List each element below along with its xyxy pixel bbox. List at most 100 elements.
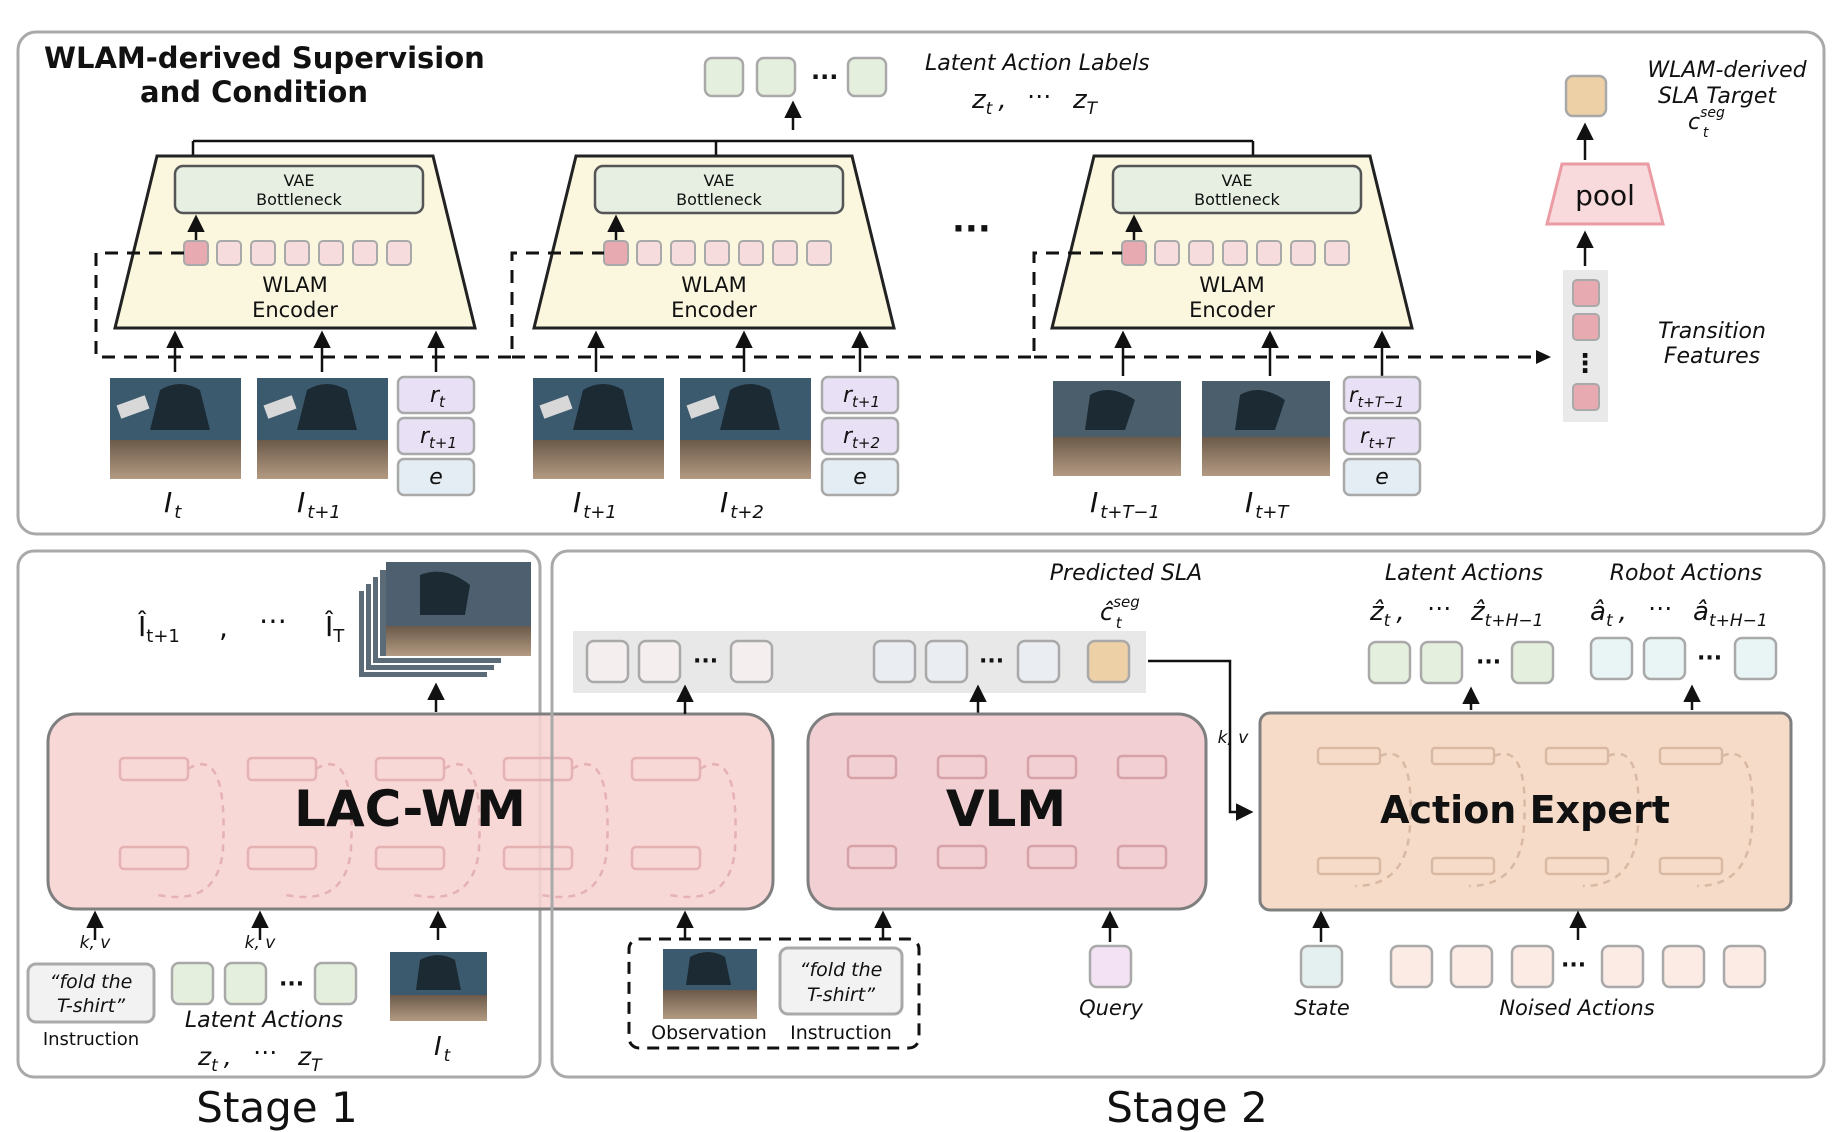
embodiment-token-label: e — [429, 465, 443, 490]
encoder-label: Encoder — [671, 298, 757, 322]
embodiment-token-label: e — [853, 465, 867, 490]
latent-labels-ellipsis: ⋯ — [1027, 82, 1051, 110]
latent-label-dots: ··· — [811, 63, 838, 91]
latent-actions-title: Latent Actions — [1385, 561, 1543, 586]
frame-image-I_t1 — [257, 378, 388, 479]
transition-features: ⋮ Transition Features — [1563, 270, 1766, 422]
reward-token-label: rt+2 — [843, 424, 880, 452]
query-label: Query — [1079, 996, 1143, 1020]
latent-labels-zt: zt, — [971, 85, 1007, 119]
frame-image-I_tT — [1202, 381, 1330, 476]
instruction-box-stage1: “fold the T-shirt” Instruction — [26, 962, 156, 1050]
predicted-frames-stack — [357, 562, 531, 679]
latent-label-token — [755, 56, 797, 98]
token-dots: ··· — [979, 649, 1004, 674]
noised-actions: ··· — [1389, 944, 1767, 989]
wlam-encoder-2: VAE Bottleneck WLAM Encoder — [532, 154, 896, 330]
instruction-label: Instruction — [790, 1022, 892, 1044]
pred-frame-sep: , — [219, 611, 228, 644]
pred-frame-first: Ît+1 — [137, 609, 180, 647]
vlm-block: VLM — [806, 712, 1208, 911]
sla-target-label: WLAM-derived — [1647, 58, 1807, 83]
bottleneck-label: Bottleneck — [676, 190, 762, 209]
transition-dashed-path — [94, 251, 1538, 359]
latent-labels-title: Latent Action Labels — [925, 51, 1150, 76]
pred-frame-last: ÎT — [324, 609, 345, 647]
stage2-caption: Stage 2 — [1106, 1083, 1267, 1132]
transition-arrow-head — [1536, 350, 1551, 364]
vae-bottleneck-1 — [173, 164, 425, 215]
encoder-label: WLAM — [1199, 273, 1264, 297]
action-expert-block: Action Expert — [1258, 711, 1793, 912]
sla-target-label: SLA Target — [1658, 84, 1777, 109]
lac-wm-label: LAC-WM — [294, 780, 526, 838]
robot-actions-last: ât+H−1 — [1693, 597, 1768, 631]
predicted-sla-token — [1086, 639, 1131, 684]
latent-zt: zt, — [197, 1042, 232, 1076]
sla-target-token — [1564, 74, 1608, 118]
robot-actions-title: Robot Actions — [1610, 561, 1763, 586]
instruction-text: T-shirt” — [57, 995, 125, 1017]
stage1-panel: Ît+1 , ⋯ ÎT LAC-WM — [16, 549, 775, 1132]
pred-frame-dots: ⋯ — [259, 604, 287, 637]
latent-actions-label: Latent Actions — [185, 1008, 343, 1033]
bottleneck-label: VAE — [704, 171, 735, 190]
latent-token-dots: ··· — [1476, 650, 1501, 675]
latent-label-token — [703, 56, 745, 98]
noised-dots: ··· — [1561, 953, 1586, 978]
robot-token-dots: ··· — [1697, 646, 1722, 671]
latent-action-labels: ··· Latent Action Labels zt, ⋯ zT — [191, 51, 1255, 156]
bottleneck-label: VAE — [1222, 171, 1253, 190]
stage1-caption: Stage 1 — [196, 1083, 357, 1132]
bottleneck-label: Bottleneck — [1194, 190, 1280, 209]
encoder-label: WLAM — [681, 273, 746, 297]
frame-image-I_t — [110, 378, 241, 479]
observation-instruction-box: Observation “fold the T-shirt” Instructi… — [627, 937, 921, 1050]
latent-actions-symbols: ẑt, — [1369, 597, 1405, 631]
state-token — [1299, 944, 1344, 989]
vlm-output-tokens: ··· ··· — [573, 631, 1146, 693]
reward-token-label: rt+1 — [420, 424, 457, 452]
kv-label: k, v — [245, 933, 277, 953]
reward-token-label: rt+T — [1360, 424, 1396, 452]
latent-label-token — [846, 56, 888, 98]
bottleneck-label: VAE — [284, 171, 315, 190]
action-expert-label: Action Expert — [1380, 788, 1670, 832]
reward-token-column-1: rt rt+1 e — [396, 375, 476, 497]
kv-label: k, v — [80, 933, 112, 953]
latent-actions-stage1: ··· Latent Actions zt, ⋯ zT — [170, 961, 358, 1076]
transition-label: Features — [1664, 344, 1760, 369]
instruction-text: T-shirt” — [807, 984, 875, 1006]
reward-token-column-3: rt+T−1 rt+T e — [1342, 375, 1422, 497]
robot-actions-symbols: ât, — [1590, 597, 1627, 631]
latent-zT: zT — [297, 1042, 323, 1076]
instruction-label: Instruction — [43, 1029, 139, 1050]
latent-labels-zT: zT — [1072, 85, 1099, 119]
latent-dots-text: ⋯ — [253, 1038, 277, 1066]
encoder-label: WLAM — [262, 273, 327, 297]
encoder-label: Encoder — [252, 298, 338, 322]
bottleneck-label: Bottleneck — [256, 190, 342, 209]
transition-label: Transition — [1658, 319, 1766, 344]
reward-token-label: rt — [430, 383, 446, 411]
frame-image-I_tT1 — [1053, 381, 1181, 476]
vae-bottleneck-2 — [593, 164, 845, 215]
instruction-text: “fold the — [800, 959, 883, 981]
frame-image-I_t2 — [680, 378, 811, 479]
lac-wm-block: LAC-WM — [46, 712, 775, 911]
pool-label: pool — [1575, 179, 1635, 212]
observation-label: Observation — [651, 1022, 767, 1044]
latent-actions-last: ẑt+H−1 — [1470, 597, 1543, 631]
query-token — [1088, 944, 1133, 989]
encoder-input-arrows — [166, 330, 1391, 376]
noised-actions-label: Noised Actions — [1499, 996, 1654, 1020]
latent-dots: ··· — [279, 972, 304, 997]
